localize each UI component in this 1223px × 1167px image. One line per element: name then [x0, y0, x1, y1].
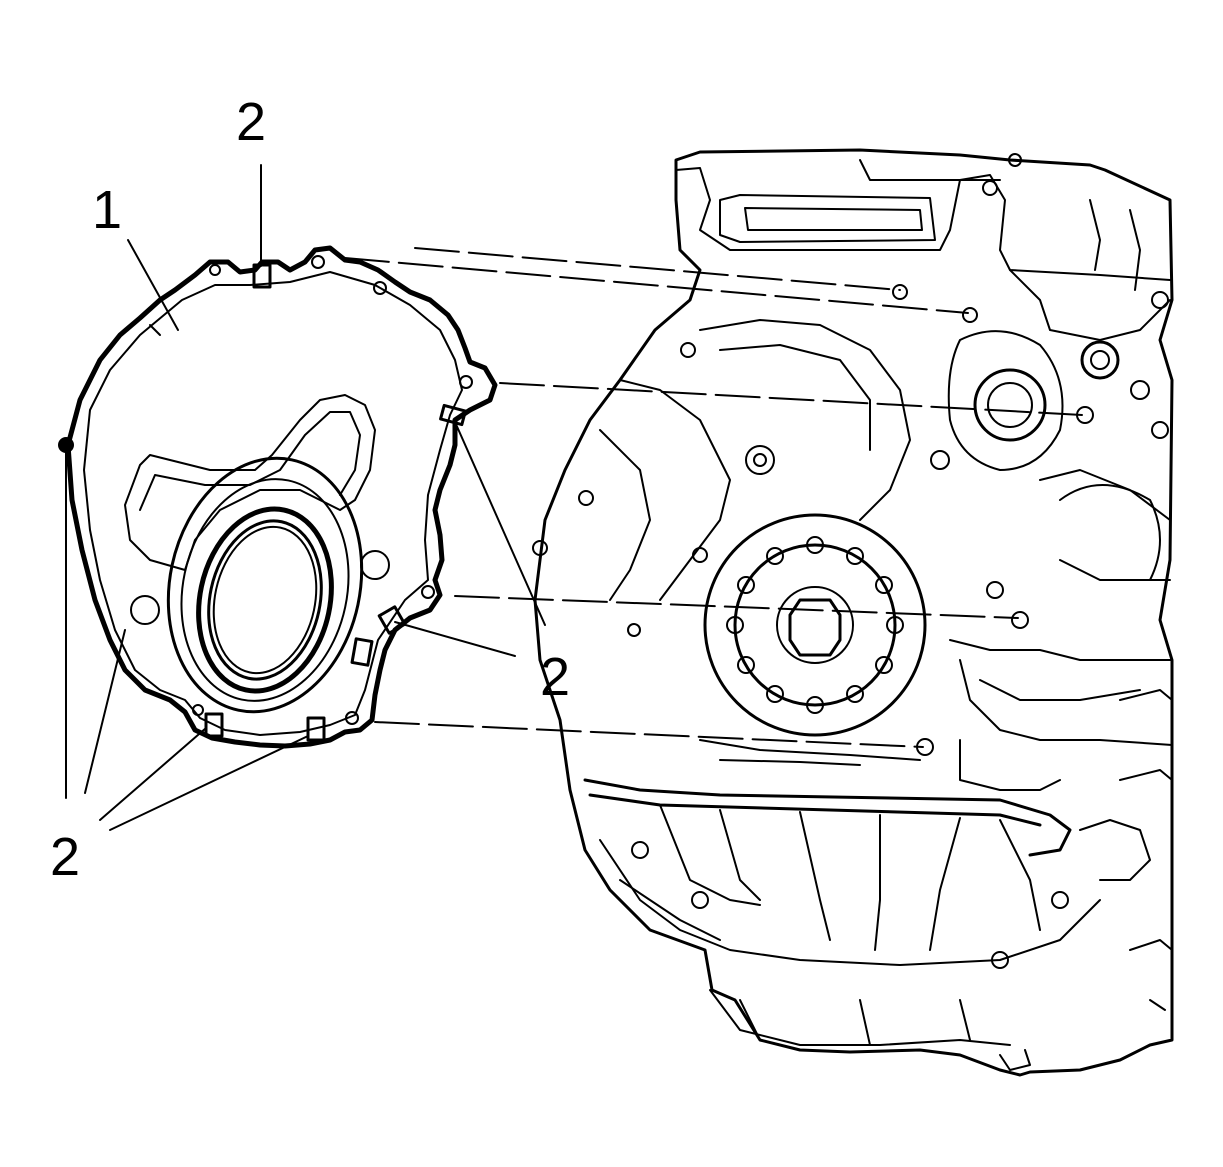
callout-2-seal-top: 2 — [236, 92, 266, 152]
crankshaft-sprocket — [703, 513, 927, 737]
front-cover — [58, 245, 498, 749]
alignment-lines — [344, 247, 1083, 748]
callout-2-seal-right: 2 — [540, 647, 570, 707]
callout-1-front-cover: 1 — [92, 180, 122, 240]
callout-labels: 1 2 2 2 — [50, 92, 570, 887]
leader-lines — [65, 164, 546, 831]
callout-2-seal-lower-group: 2 — [50, 827, 80, 887]
engine-block — [532, 148, 1174, 1077]
oil-pan — [583, 769, 1173, 1071]
